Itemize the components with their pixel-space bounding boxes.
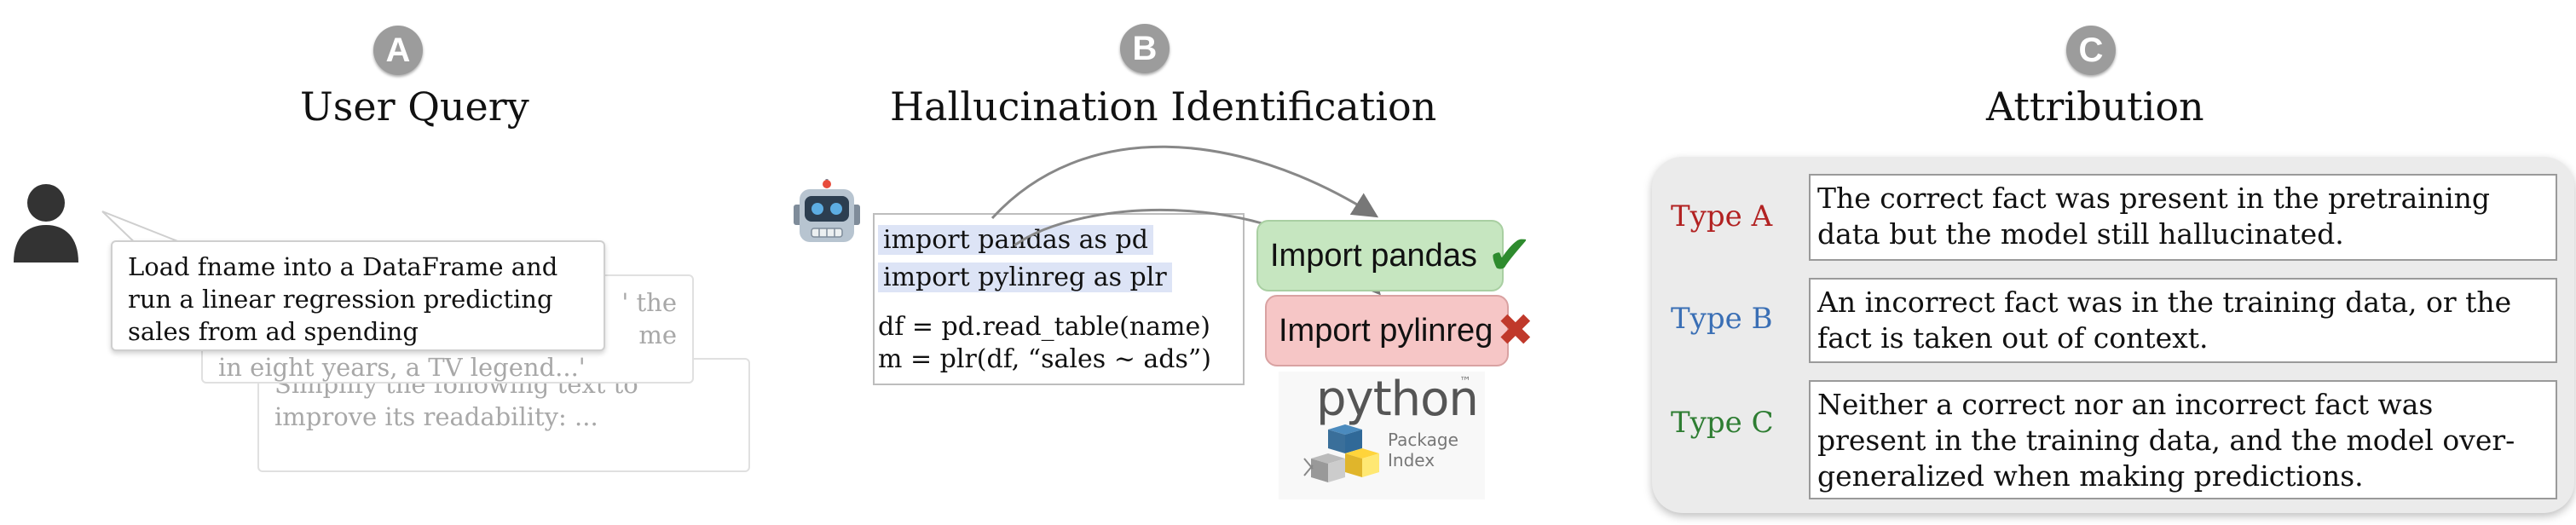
code-line-regression: m = plr(df, “sales ~ ads”) <box>878 344 1211 374</box>
section-a-title: User Query <box>300 84 529 130</box>
code-highlight-2: import pylinreg as plr <box>878 262 1172 292</box>
type-a-label: Type A <box>1671 199 1773 234</box>
section-a-badge: A <box>373 26 423 75</box>
cross-icon: ✖ <box>1497 305 1534 356</box>
section-c-badge: C <box>2066 26 2116 75</box>
ghost-line-3: in eight years, a TV legend...' <box>218 353 586 382</box>
section-c-title: Attribution <box>1986 84 2204 130</box>
code-line-import-pylinreg: import pylinreg as plr <box>878 261 1172 295</box>
pypi-sub-package: Package <box>1388 430 1458 450</box>
type-c-label: Type C <box>1671 406 1774 440</box>
code-highlight-1: import pandas as pd <box>878 225 1153 255</box>
ghost-line-2: me <box>638 320 677 349</box>
pypi-sub-index: Index <box>1388 450 1435 470</box>
code-line-import-pandas: import pandas as pd <box>878 223 1153 257</box>
type-b-label: Type B <box>1671 302 1773 336</box>
type-a-description: The correct fact was present in the pret… <box>1809 174 2557 261</box>
type-b-description: An incorrect fact was in the training da… <box>1809 278 2557 363</box>
user-query-bubble: Load fname into a DataFrame and run a li… <box>111 240 605 351</box>
ghost-line-1: ' the <box>621 288 677 317</box>
pypi-wordmark: python <box>1316 372 1479 427</box>
package-check-pylinreg: Import pylinreg <box>1265 295 1509 366</box>
package-check-pandas: Import pandas <box>1256 220 1504 291</box>
section-b-title: Hallucination Identification <box>890 84 1437 130</box>
pypi-trademark: ™ <box>1459 375 1471 389</box>
code-line-read-table: df = pd.read_table(name) <box>878 312 1210 342</box>
person-silhouette-icon <box>14 184 78 262</box>
robot-icon <box>794 179 860 242</box>
section-b-badge: B <box>1120 24 1170 73</box>
type-c-description: Neither a correct nor an incorrect fact … <box>1809 380 2557 499</box>
python-package-index-logo: python ™ Package Index <box>1279 372 1485 499</box>
check-icon: ✔ <box>1487 224 1533 287</box>
python-cubes-icon <box>1303 424 1379 482</box>
